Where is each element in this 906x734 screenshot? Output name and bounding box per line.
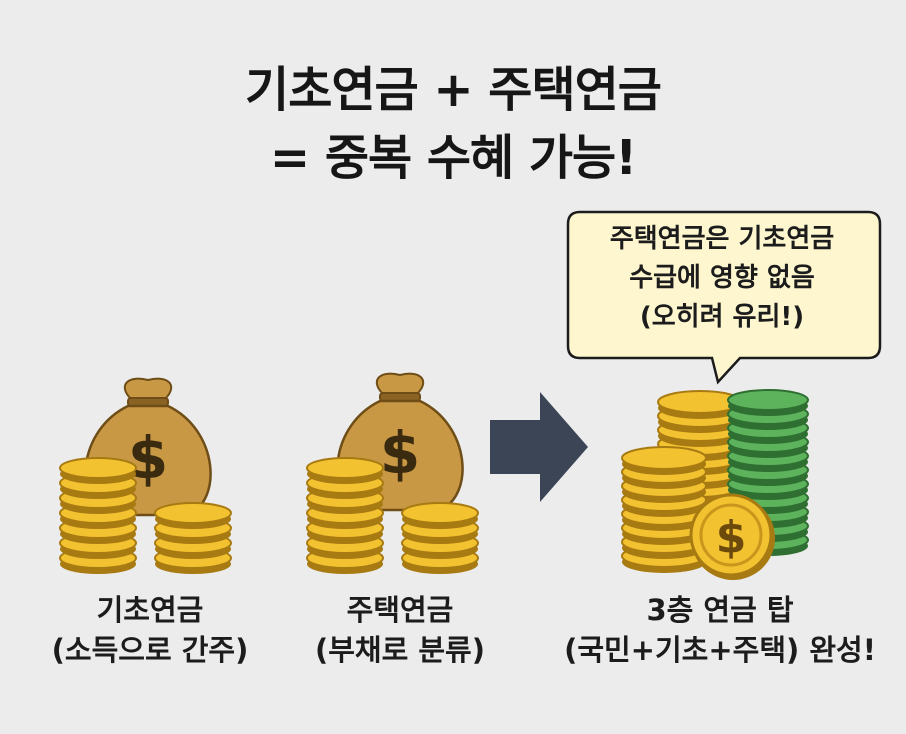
label-housing-pension: 주택연금 (부채로 분류)	[290, 590, 510, 670]
item-name: 기초연금	[96, 593, 204, 627]
dollar-coin-icon: $	[689, 493, 775, 580]
item-note: (소득으로 간주)	[51, 633, 249, 667]
bubble-line-2: 수급에 영향 없음	[629, 263, 815, 293]
coin-stack-mid-short	[401, 502, 479, 575]
coin-stack-front-gold	[621, 446, 707, 574]
item-name: 주택연금	[346, 593, 454, 627]
bubble-text: 주택연금은 기초연금 수급에 영향 없음 (오히려 유리!)	[566, 220, 878, 337]
coin-stack-mid-tall	[306, 457, 384, 575]
headline-line-1: 기초연금 + 주택연금	[245, 62, 662, 118]
item-note: (국민+기초+주택) 완성!	[564, 633, 876, 667]
headline-line-2: = 중복 수혜 가능!	[269, 130, 637, 186]
label-pension-tower: 3층 연금 탑 (국민+기초+주택) 완성!	[540, 590, 900, 670]
item-note: (부채로 분류)	[314, 633, 485, 667]
bubble-line-1: 주택연금은 기초연금	[609, 224, 835, 254]
label-basic-pension: 기초연금 (소득으로 간주)	[30, 590, 270, 670]
bubble-line-3: (오히려 유리!)	[639, 302, 805, 332]
svg-text:$: $	[716, 512, 747, 563]
speech-bubble	[566, 210, 882, 385]
coin-stack-left-tall	[59, 457, 137, 575]
item-name: 3층 연금 탑	[646, 593, 794, 627]
right-arrow-icon	[490, 392, 588, 502]
coin-stack-left-short	[154, 502, 232, 575]
